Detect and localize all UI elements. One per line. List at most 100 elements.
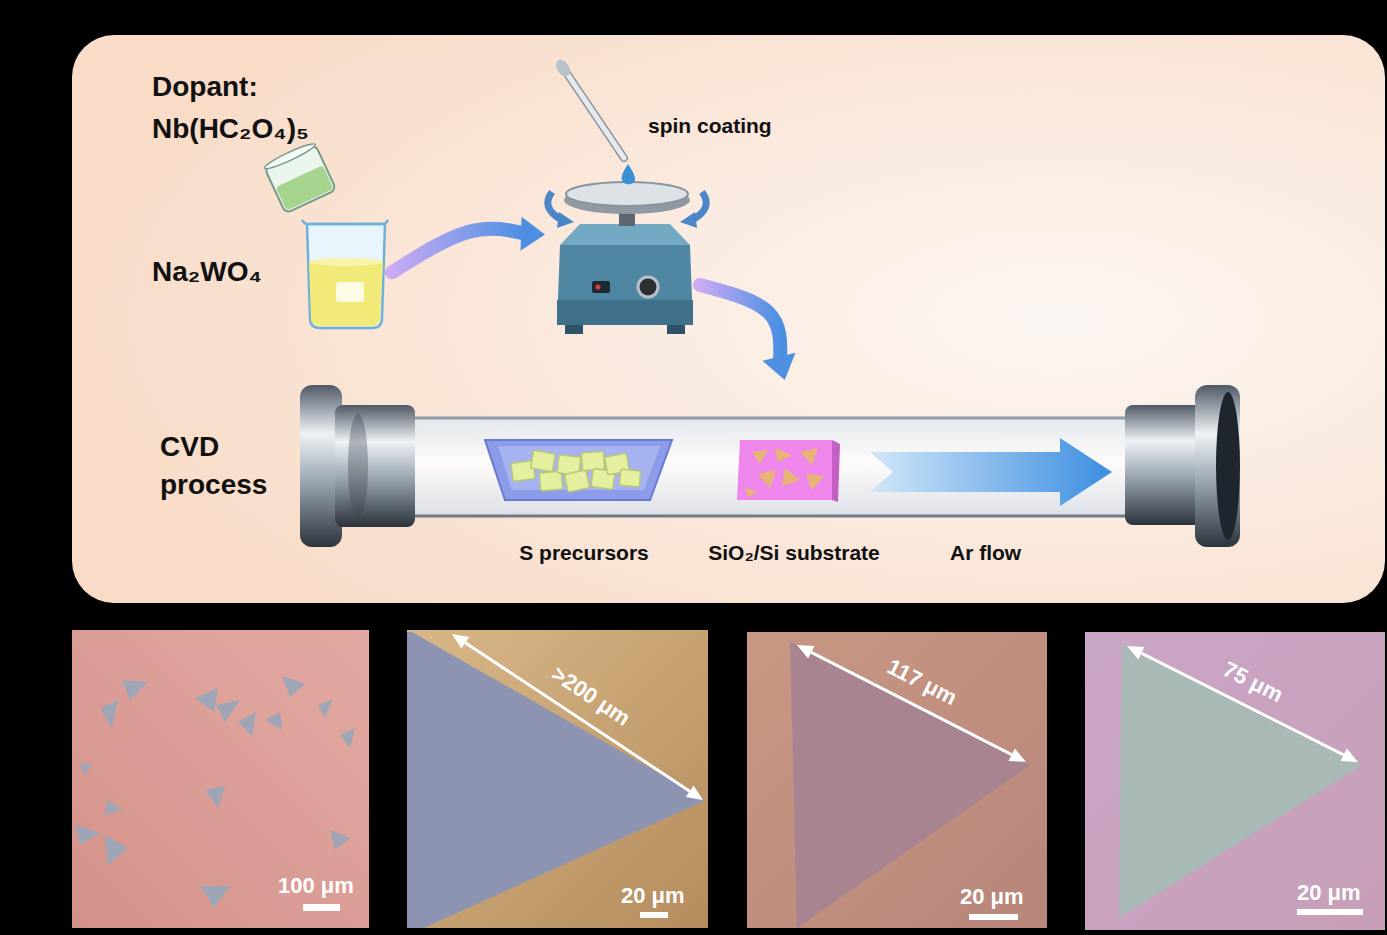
flake — [265, 712, 282, 730]
tube-cap — [1125, 405, 1205, 525]
process-panel — [72, 35, 1385, 603]
beaker-liquid — [309, 262, 383, 326]
boat — [485, 440, 672, 500]
spin-coater — [548, 57, 706, 334]
node-text: Dopant: — [152, 70, 258, 104]
micrograph — [407, 630, 708, 928]
flake — [790, 642, 1030, 928]
liquid-surface — [309, 258, 383, 266]
flake — [282, 676, 305, 697]
quartz-tube — [395, 418, 1140, 516]
flange-face — [1216, 392, 1240, 540]
tube-edge — [395, 515, 1140, 518]
micrograph-ground — [747, 632, 1047, 928]
node-text: Na₂WO₄ — [152, 255, 262, 289]
dimension-arrow — [465, 643, 689, 791]
node-text: spin coating — [648, 113, 772, 138]
tube-edge — [395, 417, 1140, 420]
gas-flow-arrow — [870, 438, 1112, 506]
flake — [105, 835, 128, 865]
node-text: CVD process — [160, 428, 290, 504]
cvd-tube — [300, 385, 1240, 547]
scale-label: 100 μm — [278, 873, 354, 898]
sulfur-piece — [581, 451, 604, 470]
cap-opening — [348, 414, 368, 518]
coater-display — [592, 281, 610, 293]
display-led — [596, 285, 601, 290]
coater-plate — [566, 182, 688, 206]
flake — [330, 830, 350, 850]
flake — [80, 762, 92, 775]
arrowhead — [520, 217, 545, 251]
cvd-furnace: CVD process S precursorsSiO₂/Si substrate — [150, 380, 1250, 570]
beaker-tag — [336, 282, 364, 302]
scale-bar — [969, 914, 1018, 920]
micrograph-ground — [407, 630, 708, 928]
flake — [76, 825, 100, 845]
flake — [1119, 643, 1362, 918]
rotation-arrowhead — [557, 212, 574, 228]
arrowhead — [452, 634, 469, 649]
scale-label: 20 μm — [621, 883, 685, 908]
scale-bar — [640, 912, 668, 918]
scale-bar — [1297, 909, 1363, 915]
arrowhead — [762, 353, 795, 380]
crystal — [745, 488, 758, 497]
coater-top — [560, 224, 690, 245]
node-text: S precursors — [480, 540, 688, 565]
flake — [205, 786, 225, 808]
crystal — [800, 448, 818, 465]
sulfur-boat: S precursors — [480, 440, 688, 569]
coater-knob — [638, 277, 658, 297]
crystal — [775, 448, 792, 462]
beaker-rim — [263, 141, 317, 172]
pipette — [566, 72, 624, 158]
micrograph-ground — [72, 630, 369, 928]
coater-body — [557, 245, 693, 325]
droplet — [622, 164, 636, 184]
substrate-side — [832, 440, 840, 502]
pipette-bulb — [553, 57, 573, 79]
arrowhead — [686, 785, 703, 800]
scale-label: 20 μm — [960, 884, 1024, 909]
coater-front — [557, 300, 693, 325]
flake — [200, 886, 230, 908]
arrowhead — [797, 645, 815, 659]
arrowhead — [1127, 646, 1144, 660]
substrate — [737, 440, 832, 500]
flake — [195, 688, 218, 712]
sulfur-piece — [539, 471, 562, 491]
pipette-glass — [566, 72, 624, 158]
beaker-glass — [307, 224, 385, 328]
dimension-label: 117 μm — [883, 654, 961, 711]
flake — [318, 700, 332, 718]
flow-label: Ar flow — [950, 541, 1021, 565]
arrow-shaft — [392, 229, 526, 273]
process-arrow — [392, 217, 545, 273]
beaker-lip — [302, 220, 388, 225]
micrograph — [1085, 632, 1385, 930]
flake — [238, 712, 256, 736]
dimension-arrow — [811, 652, 1011, 754]
flake — [122, 680, 148, 700]
dimension-arrow — [1141, 653, 1343, 755]
flake — [104, 800, 122, 815]
sulfur-piece — [564, 470, 589, 492]
arrowhead — [1009, 749, 1027, 763]
beaker-liquid — [276, 165, 334, 211]
micrograph — [747, 632, 1047, 928]
dopant-beaker: Dopant: Nb(HC₂O₄)₅ — [150, 65, 350, 210]
node-text: Nb(HC₂O₄)₅ — [152, 112, 309, 146]
sulfur-pieces — [511, 450, 641, 492]
dimension-label: >200 μm — [547, 661, 635, 731]
precursor-beaker — [302, 220, 388, 328]
precursor-beaker: Na₂WO₄ — [150, 215, 392, 332]
crystal — [782, 468, 800, 486]
flake — [407, 632, 706, 928]
flake — [340, 728, 355, 748]
tube-flange — [1195, 385, 1240, 547]
crystal — [758, 470, 776, 488]
node-text: SiO₂/Si substrate — [690, 540, 898, 565]
dopant-beaker — [263, 141, 337, 214]
